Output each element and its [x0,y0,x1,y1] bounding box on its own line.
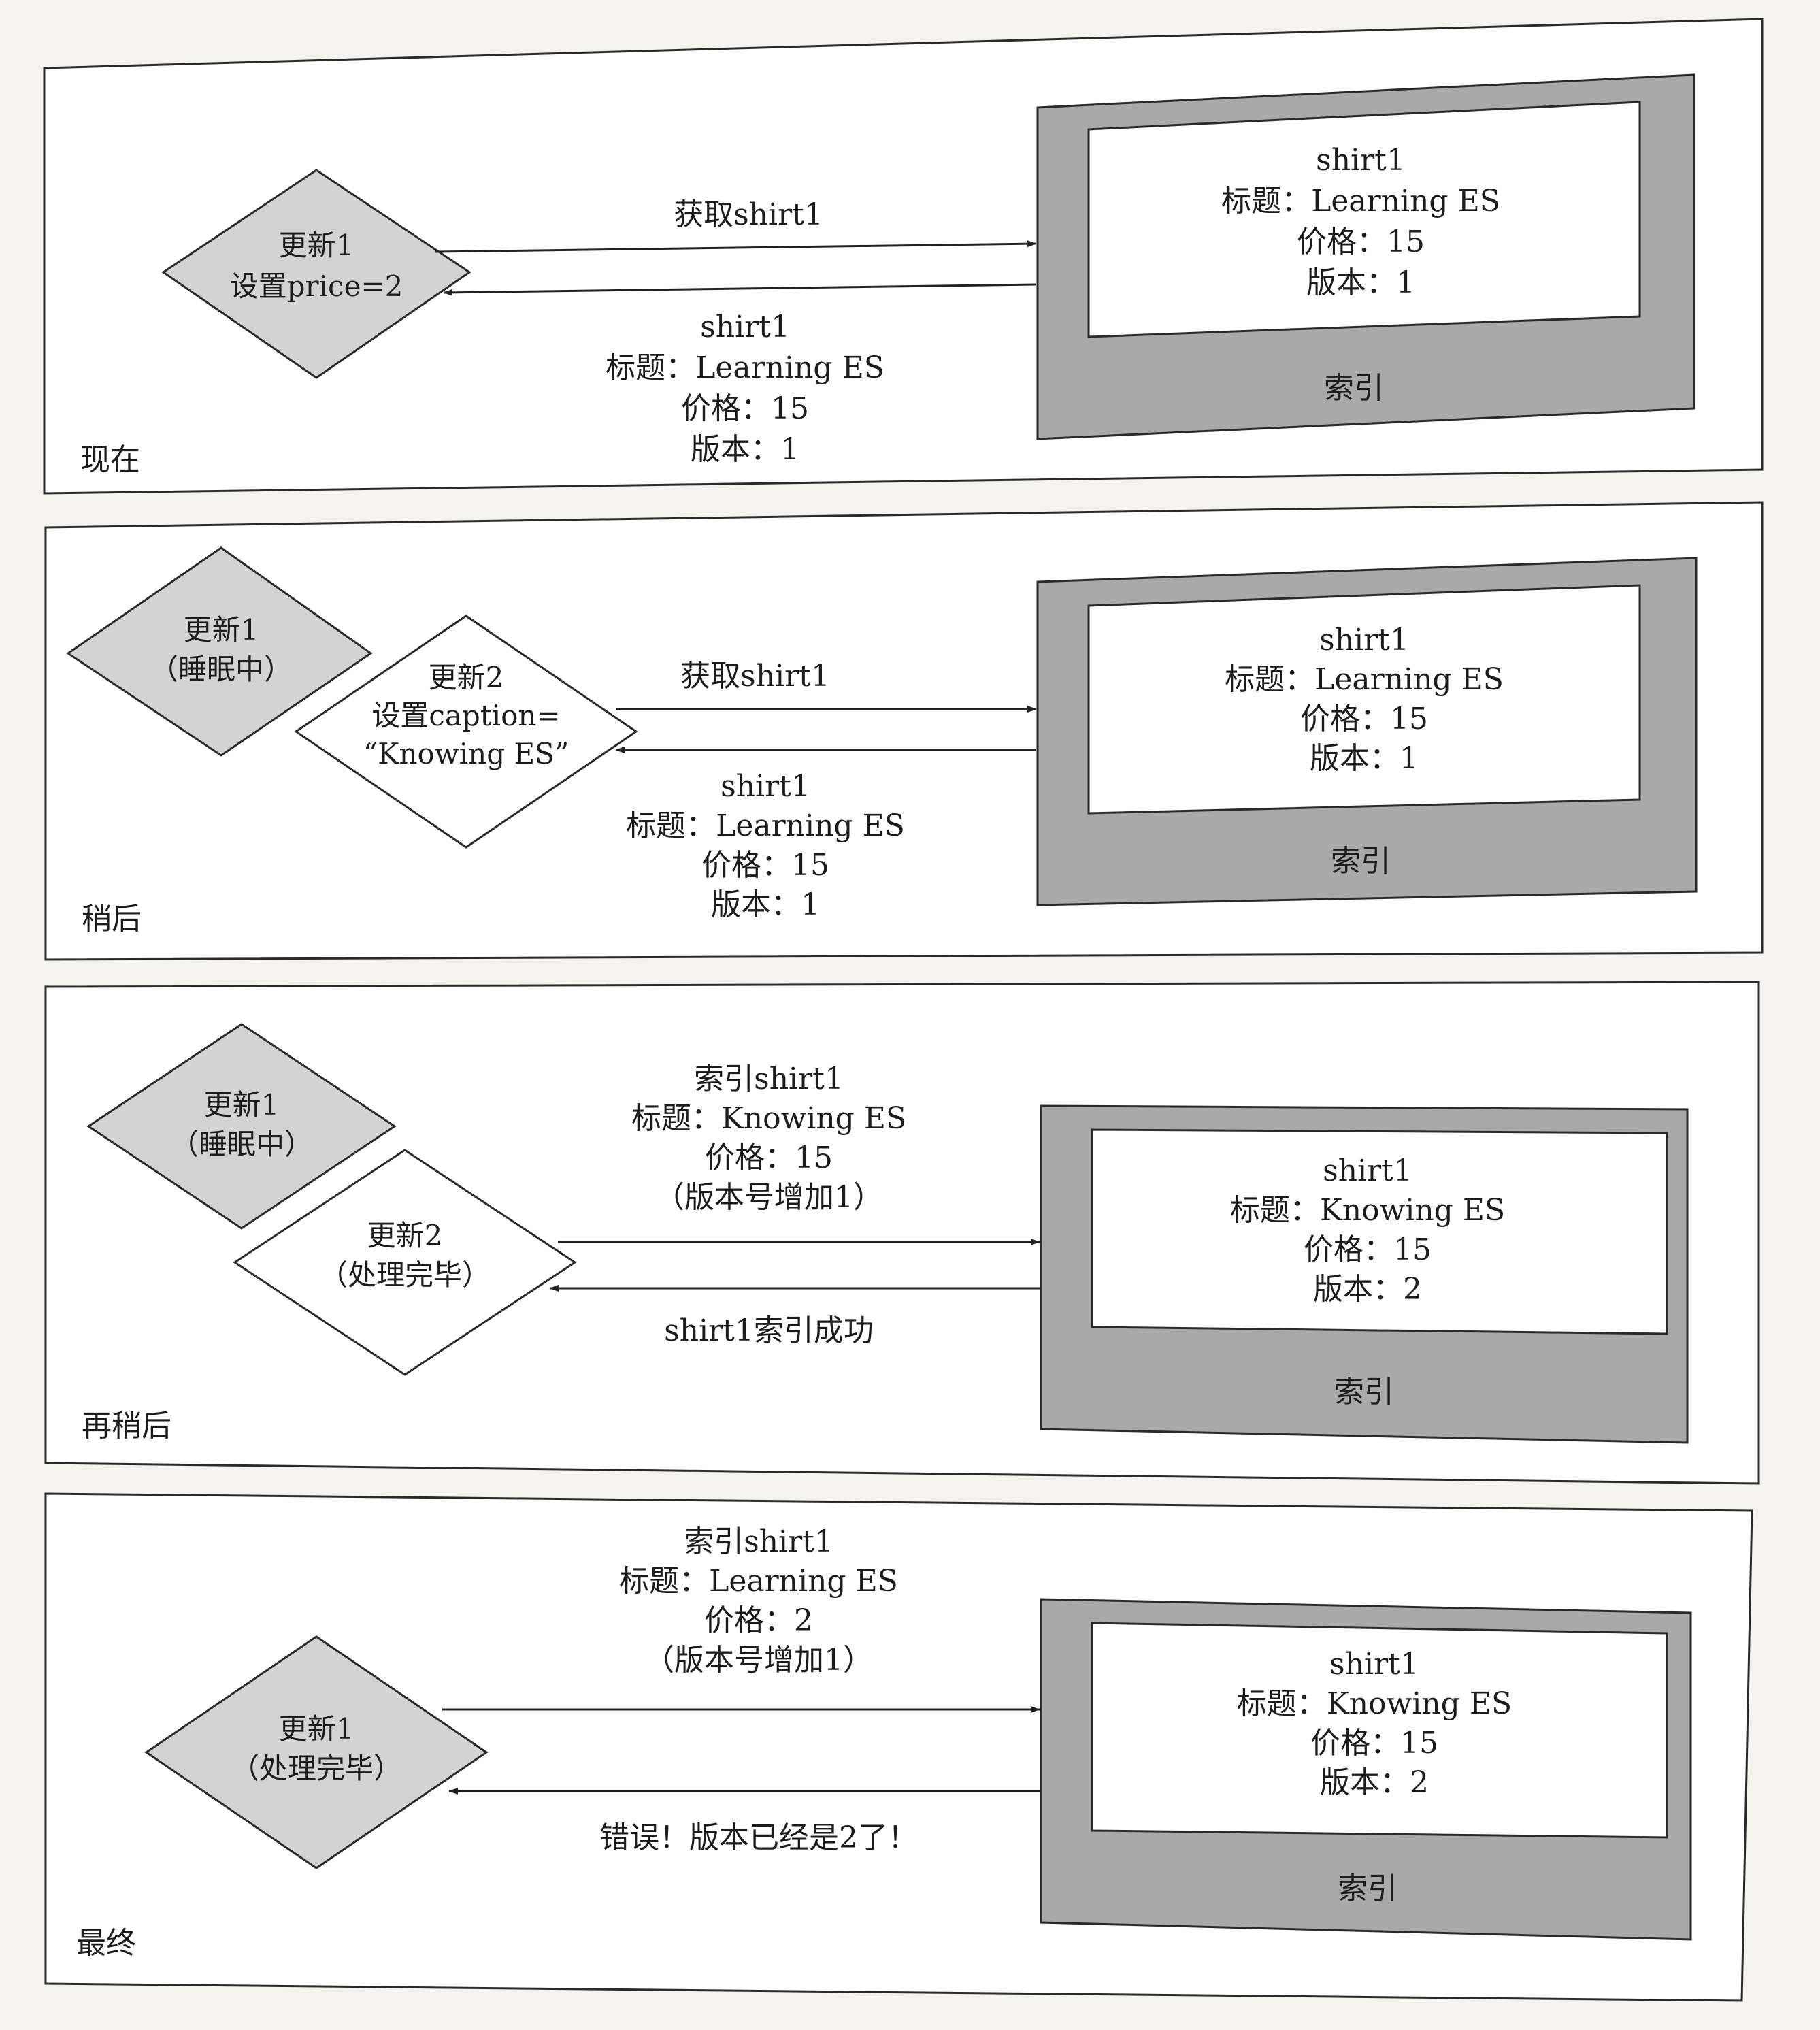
doc-line: 价格：15 [1304,1232,1432,1267]
update2-diamond [294,615,638,849]
panel-later: shirt1 标题：Learning ES 价格：15 版本：1 索引 更新1 … [44,501,1764,961]
diamond-line: （处理完毕） [231,1752,402,1785]
update1-diamond [86,1023,397,1230]
doc-line: 价格：15 [1297,225,1425,259]
request-line: （版本号增加1） [644,1643,873,1677]
index-label: 索引 [1334,1375,1394,1409]
update1-diamond [161,169,471,379]
response-line: 标题：Learning ES [626,808,905,843]
response-line: 价格：15 [701,848,829,883]
response-label: 错误！版本已经是2了！ [599,1820,918,1855]
response-line: 版本：1 [711,887,820,922]
request-line: （版本号增加1） [655,1180,883,1215]
diamond-line: “Knowing ES” [363,737,569,770]
doc-line: 标题：Knowing ES [1237,1686,1512,1721]
doc-line: 价格：15 [1300,702,1428,736]
document-card [1091,1622,1668,1839]
doc-line: 价格：15 [1310,1726,1438,1761]
response-label: shirt1索引成功 [664,1313,874,1348]
diamond-line: 设置price=2 [230,269,403,303]
doc-line: 版本：1 [1310,741,1419,776]
document-card [1087,584,1641,815]
index-label: 索引 [1331,844,1391,879]
doc-line: 版本：1 [1306,265,1415,300]
doc-line: 版本：2 [1320,1765,1429,1800]
doc-line: 版本：2 [1313,1272,1422,1307]
diamond-line: 更新2 [429,661,504,694]
response-line: 标题：Learning ES [606,350,884,385]
update1-diamond [66,546,373,757]
index-label: 索引 [1324,371,1384,406]
panel-caption: 最终 [76,1926,136,1961]
diamond-line: 更新1 [279,229,354,262]
panel-final: shirt1 标题：Knowing ES 价格：15 版本：2 索引 更新1 （… [44,1492,1753,2002]
response-line: shirt1 [721,769,810,804]
doc-line: shirt1 [1316,143,1406,178]
panel-caption: 再稍后 [82,1409,171,1443]
document-card [1087,101,1641,338]
request-line: 标题：Knowing ES [631,1101,906,1136]
panel-even-later: shirt1 标题：Knowing ES 价格：15 版本：2 索引 更新1 （… [44,981,1760,1485]
document-card [1091,1128,1668,1335]
diamond-line: 设置caption= [371,699,560,732]
diamond-line: （睡眠中） [150,653,293,686]
doc-line: 标题：Learning ES [1225,662,1504,697]
request-line: 标题：Learning ES [619,1564,898,1599]
doc-line: shirt1 [1329,1647,1419,1682]
index-label: 索引 [1338,1871,1397,1906]
response-line: shirt1 [700,310,790,344]
response-arrow [443,283,1037,296]
diamond-line: （处理完毕） [319,1258,491,1292]
update2-diamond [233,1149,577,1376]
request-line: 价格：15 [705,1141,833,1175]
response-line: 版本：1 [691,432,799,467]
diamond-line: 更新1 [279,1712,354,1746]
request-label: 获取shirt1 [674,197,823,232]
doc-line: 标题：Knowing ES [1230,1193,1505,1228]
response-line: 价格：15 [681,391,809,426]
request-line: 索引shirt1 [694,1062,844,1096]
diamond-line: 更新1 [204,1088,280,1122]
panel-now: shirt1 标题：Learning ES 价格：15 版本：1 索引 更新1 … [43,18,1764,495]
doc-line: shirt1 [1323,1153,1412,1188]
panel-caption: 稍后 [82,902,142,936]
doc-line: 标题：Learning ES [1221,184,1500,218]
diamond-line: （睡眠中） [170,1128,313,1161]
update1-diamond [144,1635,489,1869]
request-label: 获取shirt1 [680,659,830,693]
request-arrow [435,240,1037,253]
request-line: 价格：2 [704,1603,813,1638]
diamond-line: 更新2 [367,1219,443,1252]
doc-line: shirt1 [1319,623,1409,657]
panel-caption: 现在 [80,442,140,477]
diamond-line: 更新1 [184,613,259,646]
request-line: 索引shirt1 [684,1524,833,1559]
